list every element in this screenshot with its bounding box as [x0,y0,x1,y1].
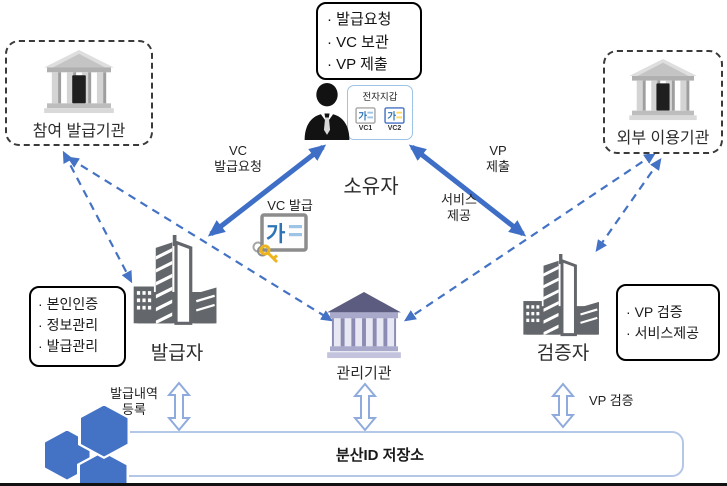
authority-label: 관리기관 [336,365,392,382]
edge-participant-authority [66,156,334,322]
hexagon [78,403,130,459]
issuer-function-item: 정보관리 [38,315,117,336]
edge-issuer-storage [166,381,192,432]
bank-building-icon [628,59,698,121]
edge-external-verifier [595,157,662,253]
verifier-functions-box: VP 검증 서비스제공 [616,284,720,361]
bank-building-icon [43,50,115,114]
edge-verifier-storage [550,382,576,429]
issuer-function-item: 본인인증 [38,294,117,315]
wallet-title: 전자지갑 [362,92,398,103]
owner-functions-callout: 발급요청 VC 보관 VP 제출 [316,2,422,80]
digital-wallet: 전자지갑 가 VC1 가 VC2 [347,85,413,140]
owner-function-item: VP 제출 [327,54,411,77]
owner-person-icon [303,83,351,140]
register-history-label: 발급내역 등록 [110,386,158,418]
issuer-building-icon [130,230,222,332]
credential-card-icon: 가 [355,107,376,124]
wallet-card-vc2: 가 VC2 [384,107,405,132]
owner-function-item: VC 보관 [327,32,411,55]
vp-verify-label: VP 검증 [589,393,634,408]
participant-issuer-label: 참여 발급기관 [32,123,126,140]
issuer-functions-box: 본인인증 정보관리 발급관리 [29,286,126,367]
vp-submit-label: VP 제출 [486,143,510,175]
external-user-label: 외부 이용기관 [616,130,710,147]
wallet-cards: 가 VC1 가 VC2 [355,107,405,132]
edge-external-authority [403,152,657,322]
authority-building-icon [327,292,401,360]
vc-issue-label: VC 발급 [267,198,313,213]
did-storage-label: 분산ID 저장소 [335,446,425,464]
vc-card-key-icon: 가 [252,213,308,264]
wallet-card-label: VC2 [387,125,402,132]
figure-bottom-border [0,483,727,486]
vc-request-label: VC 발급요청 [214,143,262,175]
owner-function-item: 발급요청 [327,9,411,32]
edge-participant-issuer [62,150,133,284]
wallet-card-label: VC1 [358,125,373,132]
issuer-label: 발급자 [150,343,204,364]
svg-text:가: 가 [266,223,286,246]
svg-text:가: 가 [358,110,367,122]
issuer-function-item: 발급관리 [38,336,117,357]
credential-card-icon: 가 [384,107,405,124]
service-provide-label: 서비스 제공 [441,192,477,224]
owner-label: 소유자 [343,176,399,198]
participant-issuer-box: 참여 발급기관 [5,40,153,146]
verifier-function-item: VP 검증 [626,302,710,323]
wallet-card-vc1: 가 VC1 [355,107,376,132]
verifier-function-item: 서비스제공 [626,323,710,344]
verifier-label: 검증자 [536,343,590,364]
external-user-box: 외부 이용기관 [603,50,723,154]
edge-authority-storage [352,382,378,432]
verifier-building-icon [517,254,607,338]
did-storage-box: 분산ID 저장소 [76,431,684,477]
svg-text:가: 가 [387,110,396,122]
